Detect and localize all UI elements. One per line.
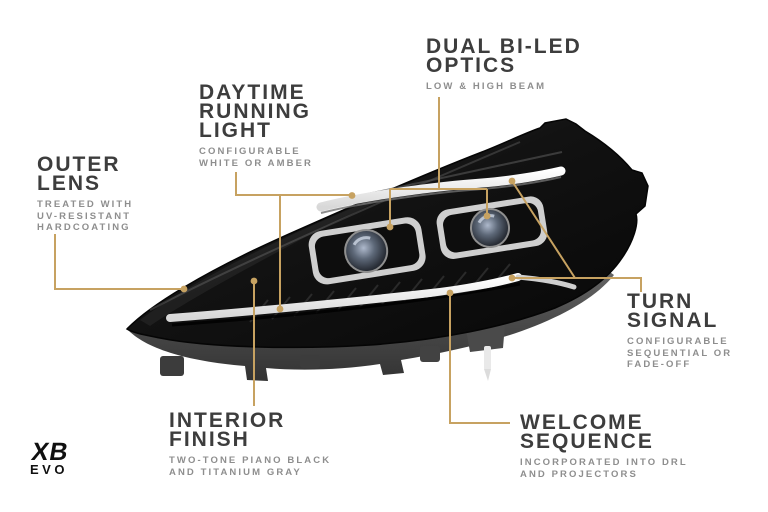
callout-title: INTERIOR FINISH	[169, 409, 331, 451]
callout-title-line: WELCOME	[520, 411, 644, 434]
callout-title-line: LIGHT	[199, 119, 272, 142]
callout-title-line: SEQUENCE	[520, 430, 654, 453]
callout-title-line: OPTICS	[426, 54, 517, 77]
callout-dual-bi-led-optics: DUAL BI-LED OPTICS LOW & HIGH BEAM	[426, 35, 582, 93]
callout-description: INCORPORATED INTO DRL AND PROJECTORS	[520, 457, 688, 480]
callout-turn-signal: TURN SIGNAL CONFIGURABLE SEQUENTIAL OR F…	[627, 290, 733, 371]
callout-description: CONFIGURABLE WHITE OR AMBER	[199, 146, 314, 169]
xb-evo-logo: XB EVO	[29, 438, 71, 477]
callout-title-line: TURN	[627, 290, 694, 313]
callout-title-line: RUNNING	[199, 100, 311, 123]
callout-description: TREATED WITH UV-RESISTANT HARDCOATING	[37, 199, 134, 233]
callout-interior-finish: INTERIOR FINISH TWO-TONE PIANO BLACK AND…	[169, 409, 332, 478]
callout-line-outer-lens	[54, 234, 181, 290]
callout-lines	[54, 97, 642, 424]
logo-xb-text: XB	[29, 438, 72, 466]
callout-title: DAYTIME RUNNING LIGHT	[199, 81, 313, 142]
projector-high-beam	[436, 196, 548, 259]
callout-title: TURN SIGNAL	[627, 290, 732, 332]
callout-description: LOW & HIGH BEAM	[426, 81, 547, 92]
callout-line-welcome-sequence	[449, 295, 510, 424]
callout-title-line: DUAL BI-LED	[426, 35, 582, 58]
callout-title-line: DAYTIME	[199, 81, 306, 104]
projector-low-beam	[308, 217, 426, 285]
callout-line-daytime-running-light	[235, 172, 350, 306]
headlight-lens-body	[125, 118, 649, 349]
upper-drl-strip	[316, 166, 566, 212]
callout-description: TWO-TONE PIANO BLACK AND TITANIUM GRAY	[169, 455, 332, 478]
callout-title-line: SIGNAL	[627, 309, 719, 332]
callout-outer-lens: OUTER LENS TREATED WITH UV-RESISTANT HAR…	[37, 153, 134, 234]
callout-title-line: OUTER	[37, 153, 121, 176]
callout-title-line: INTERIOR	[169, 409, 286, 432]
callout-title-line: LENS	[37, 172, 102, 195]
callout-title: OUTER LENS	[37, 153, 133, 195]
callout-daytime-running-light: DAYTIME RUNNING LIGHT CONFIGURABLE WHITE…	[199, 81, 314, 169]
callout-line-dual-bi-led-optics	[389, 97, 488, 224]
callout-line-turn-signal	[511, 180, 642, 292]
lower-drl-strip	[166, 273, 522, 322]
callout-description: CONFIGURABLE SEQUENTIAL OR FADE-OFF	[627, 336, 733, 370]
logo-evo-text: EVO	[30, 462, 68, 477]
callout-title-line: FINISH	[169, 428, 250, 451]
callout-title: WELCOME SEQUENCE	[520, 411, 688, 453]
callout-welcome-sequence: WELCOME SEQUENCE INCORPORATED INTO DRL A…	[520, 411, 688, 480]
callout-title: DUAL BI-LED OPTICS	[426, 35, 582, 77]
